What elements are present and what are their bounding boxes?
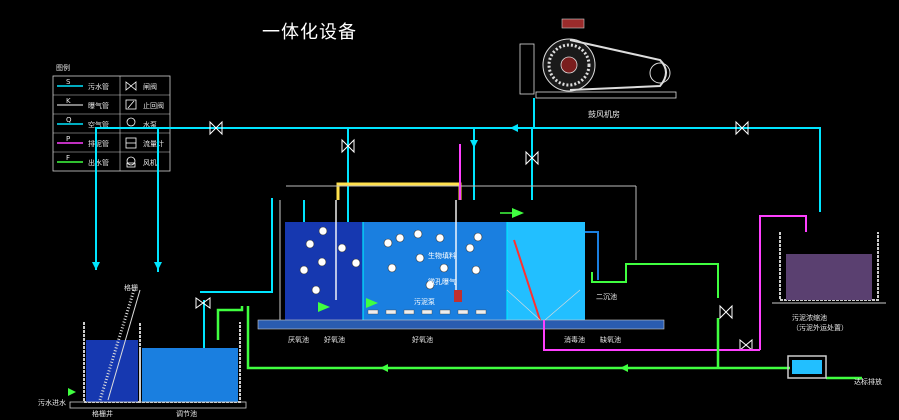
outflow-pipe xyxy=(216,306,862,380)
svg-text:Q: Q xyxy=(66,116,72,124)
legend-row-air: Q 空气管 水泵 xyxy=(57,116,157,129)
legend-label-blower: 风机 xyxy=(143,158,157,167)
label-blower-room: 鼓风机房 xyxy=(588,109,620,119)
label-bio-filler: 生物填料 xyxy=(428,251,456,260)
pipe-valves xyxy=(195,120,753,352)
legend-label-gate-valve: 闸阀 xyxy=(143,82,157,91)
label-aeration-tank-small: 好氧池 xyxy=(324,335,345,344)
label-sewage-in: 污水进水 xyxy=(38,398,66,407)
legend-heading: 图例 xyxy=(56,63,70,72)
svg-text:P: P xyxy=(66,135,70,143)
check-valve-icon xyxy=(125,99,137,110)
integrated-tank xyxy=(257,200,719,330)
legend-label-pump: 水泵 xyxy=(143,120,157,129)
label-grating: 格栅 xyxy=(124,283,138,292)
label-aeration-tank: 好氧池 xyxy=(412,335,433,344)
label-secondary-settling: 二沉池 xyxy=(596,292,617,301)
aeration-diffusers xyxy=(367,309,487,315)
legend-row-outflow: F 出水管 风机 xyxy=(57,154,157,168)
legend-row-sludge: P 排泥管 流量计 xyxy=(57,135,164,149)
label-sludge-pump: 污泥泵 xyxy=(414,298,435,306)
flowmeter-icon xyxy=(125,137,137,149)
bio-media-balls xyxy=(299,226,483,295)
blower-icon xyxy=(519,18,677,99)
legend-label-check-valve: 止回阀 xyxy=(143,101,164,110)
label-sludge-tank-name: 污泥浓缩池 xyxy=(792,313,827,322)
legend-row-aeration: K 曝气管 止回阀 xyxy=(57,97,164,110)
svg-text:S: S xyxy=(66,78,71,86)
outflow-arrows xyxy=(68,364,628,396)
label-regulating-tank: 调节池 xyxy=(176,409,197,418)
sludge-pipe xyxy=(459,144,807,351)
legend-label-sludge-pipe: 排泥管 xyxy=(88,139,109,148)
svg-text:K: K xyxy=(66,97,71,105)
legend-label-aeration-pipe: 曝气管 xyxy=(88,101,109,110)
legend-label-outflow-pipe: 出水管 xyxy=(88,158,109,167)
legend-label-air-pipe: 空气管 xyxy=(88,120,109,129)
pump-icon xyxy=(126,117,136,129)
legend-label-sewage-pipe: 污水管 xyxy=(88,82,109,91)
label-aerator: 微孔曝气 xyxy=(428,277,456,286)
pipe-flow-arrows xyxy=(92,124,518,270)
legend-label-flowmeter: 流量计 xyxy=(143,139,164,148)
grid-well xyxy=(83,289,141,403)
diagram-title: 一体化设备 xyxy=(262,22,357,43)
label-anoxic-tank: 缺氧池 xyxy=(600,335,621,344)
legend: 图例 S 污水管 闸阀 K 曝气管 止回阀 xyxy=(52,63,171,172)
gate-valve-icon xyxy=(125,81,137,91)
label-disinfection-tank: 消毒池 xyxy=(564,335,585,344)
disinfection-box xyxy=(787,355,827,379)
blower-icon xyxy=(126,156,136,168)
legend-row-sewage: S 污水管 闸阀 xyxy=(57,78,157,91)
label-discharge: 达标排放 xyxy=(854,377,882,386)
label-sludge-tank-note: （污泥外运处置） xyxy=(792,323,848,332)
label-grid-well: 格栅井 xyxy=(92,409,113,418)
svg-text:F: F xyxy=(66,154,70,162)
sludge-thickening-tank xyxy=(772,232,886,304)
regulating-tank xyxy=(139,322,241,403)
label-anaerobic-tank: 厌氧池 xyxy=(288,335,309,344)
